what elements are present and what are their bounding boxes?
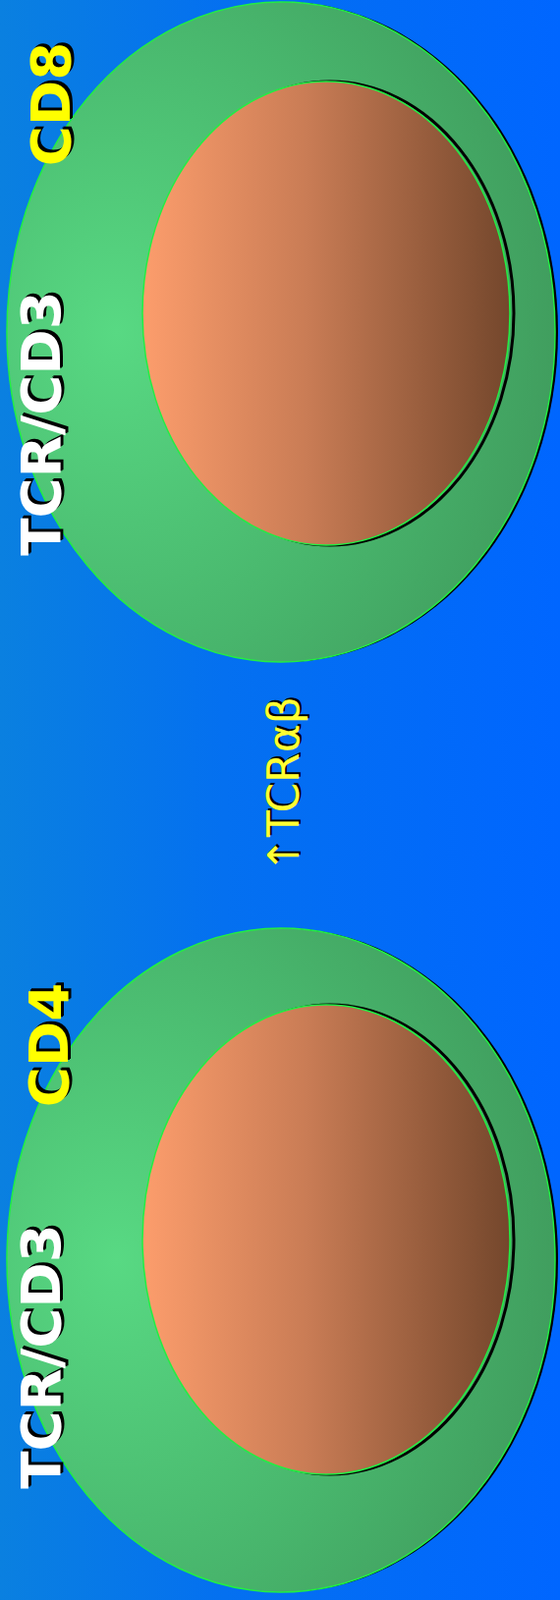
receptor-label: TCR/CD3 [13,1224,69,1489]
cell-outline [4,926,558,1595]
receptor-label: TCR/CD3 [13,290,69,556]
cell: TCR/CD3 CD8 [4,0,558,665]
cell-outline [4,0,558,665]
annotation-label: ↑TCRαβ [262,696,306,874]
coreceptor-label: CD4 [21,983,77,1109]
cell: TCR/CD3 CD4 [4,926,558,1595]
coreceptor-label: CD8 [23,42,79,168]
